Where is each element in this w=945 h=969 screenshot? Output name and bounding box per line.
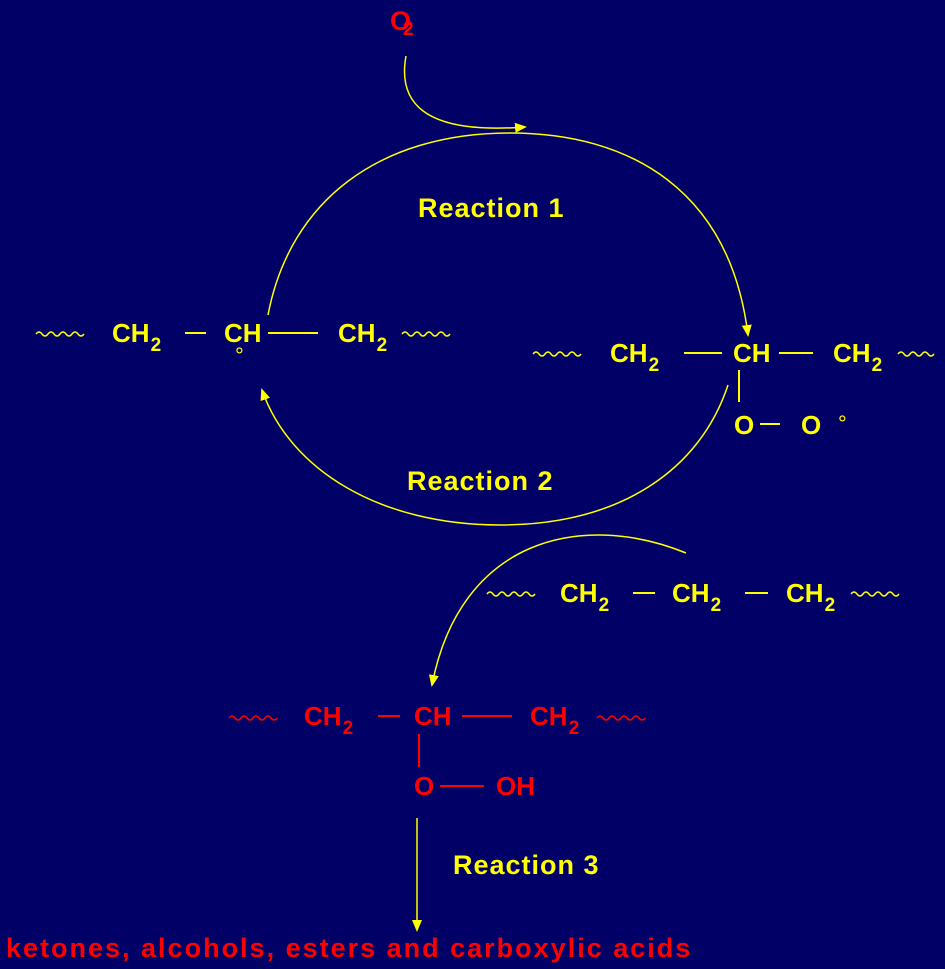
chain-right-wavy (850, 591, 900, 597)
peroxy-oxygen-2: O (801, 410, 822, 440)
hydroperoxide-oh: OH (496, 771, 535, 801)
peroxy-ch2-left: CH2 (610, 338, 660, 376)
alkyl-ch2-left: CH2 (112, 318, 162, 356)
alkyl-left-wavy (35, 331, 85, 337)
chain-ch2-a: CH2 (560, 578, 610, 616)
hydroperoxide-ch2-left: CH2 (304, 701, 354, 739)
peroxy-right-wavy (897, 351, 935, 357)
oxygen-label: O2 (390, 6, 414, 40)
reaction1-arc (267, 132, 752, 337)
hydroperoxide-left-wavy (228, 715, 278, 721)
chain-left-wavy (486, 591, 536, 597)
reaction2-arc (260, 384, 729, 526)
peroxy-ch2-right: CH2 (833, 338, 883, 376)
oxygen-entry-arrow (403, 55, 527, 133)
reaction-3-label: Reaction 3 (453, 850, 600, 880)
alkyl-radical-dot: ° (235, 343, 244, 368)
alkyl-right-wavy (401, 331, 451, 337)
oxygen-symbol: O (390, 6, 412, 36)
abstraction-arc (428, 534, 687, 687)
peroxy-radical-dot: ° (838, 411, 847, 436)
hydroperoxide-ch: CH (414, 701, 452, 731)
reaction-1-label: Reaction 1 (418, 193, 565, 223)
alkyl-ch: CH (224, 318, 262, 348)
alkyl-ch2-right: CH2 (338, 318, 388, 356)
products-label: ketones, alcohols, esters and carboxylic… (6, 933, 693, 963)
hydroperoxide-right-wavy (596, 715, 646, 721)
oxygen-subscript: 2 (403, 19, 414, 40)
reaction-2-label: Reaction 2 (407, 466, 554, 496)
peroxy-left-wavy (532, 351, 582, 357)
peroxy-oxygen-1: O (734, 410, 755, 440)
chain-ch2-c: CH2 (786, 578, 836, 616)
chain-ch2-b: CH2 (672, 578, 722, 616)
hydroperoxide-oxygen: O (414, 771, 435, 801)
hydroperoxide-ch2-right: CH2 (530, 701, 580, 739)
peroxy-ch: CH (733, 338, 771, 368)
